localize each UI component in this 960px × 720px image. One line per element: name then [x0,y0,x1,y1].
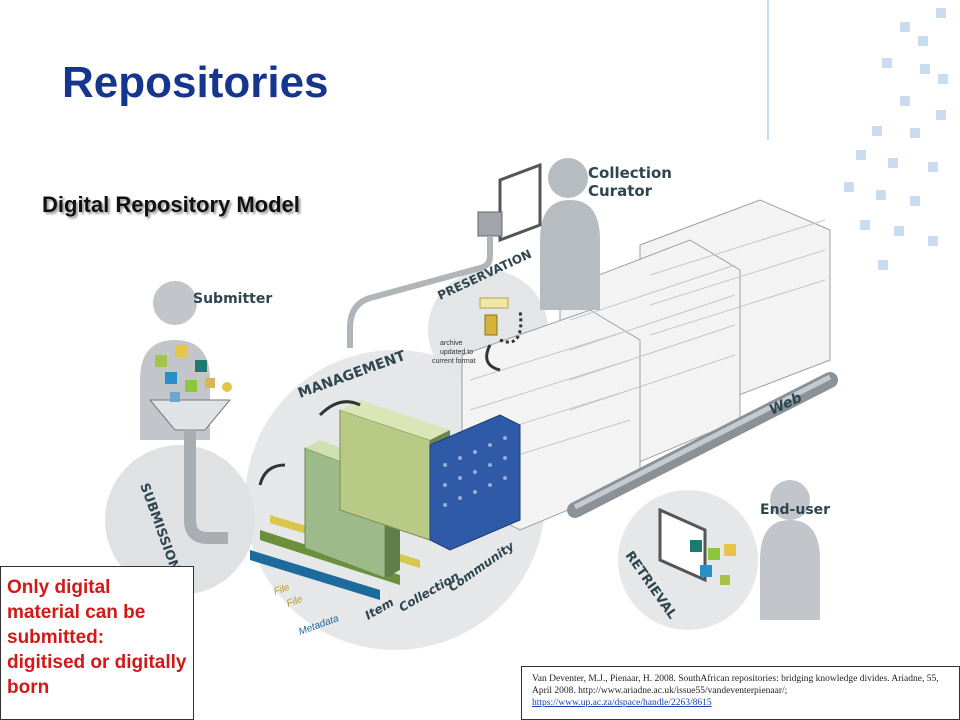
citation-box: Van Deventer, M.J., Pienaar, H. 2008. So… [521,666,960,720]
label-collection-curator-1: Collection [588,164,672,182]
label-collection-curator-2: Curator [588,182,653,200]
decorative-squares [844,8,948,270]
label-archive-2: updated to [440,349,473,356]
note-box: Only digital material can be submitted: … [0,566,194,720]
diagram-title: Digital Repository Model [42,192,300,217]
vertical-rule [767,0,769,140]
label-archive-3: current format [432,358,476,365]
page-title: Repositories [62,58,329,107]
label-end-user: End-user [760,502,830,518]
citation-link[interactable]: https://www.up.ac.za/dspace/handle/2263/… [532,698,712,708]
label-file-2: File [285,594,304,610]
label-submitter: Submitter [193,291,272,307]
label-file-1: File [272,582,291,598]
repository-diagram: Collection Curator Submitter PRESERVATIO… [105,158,838,650]
citation-text: Van Deventer, M.J., Pienaar, H. 2008. So… [532,674,939,696]
label-archive-1: archive [440,340,463,347]
